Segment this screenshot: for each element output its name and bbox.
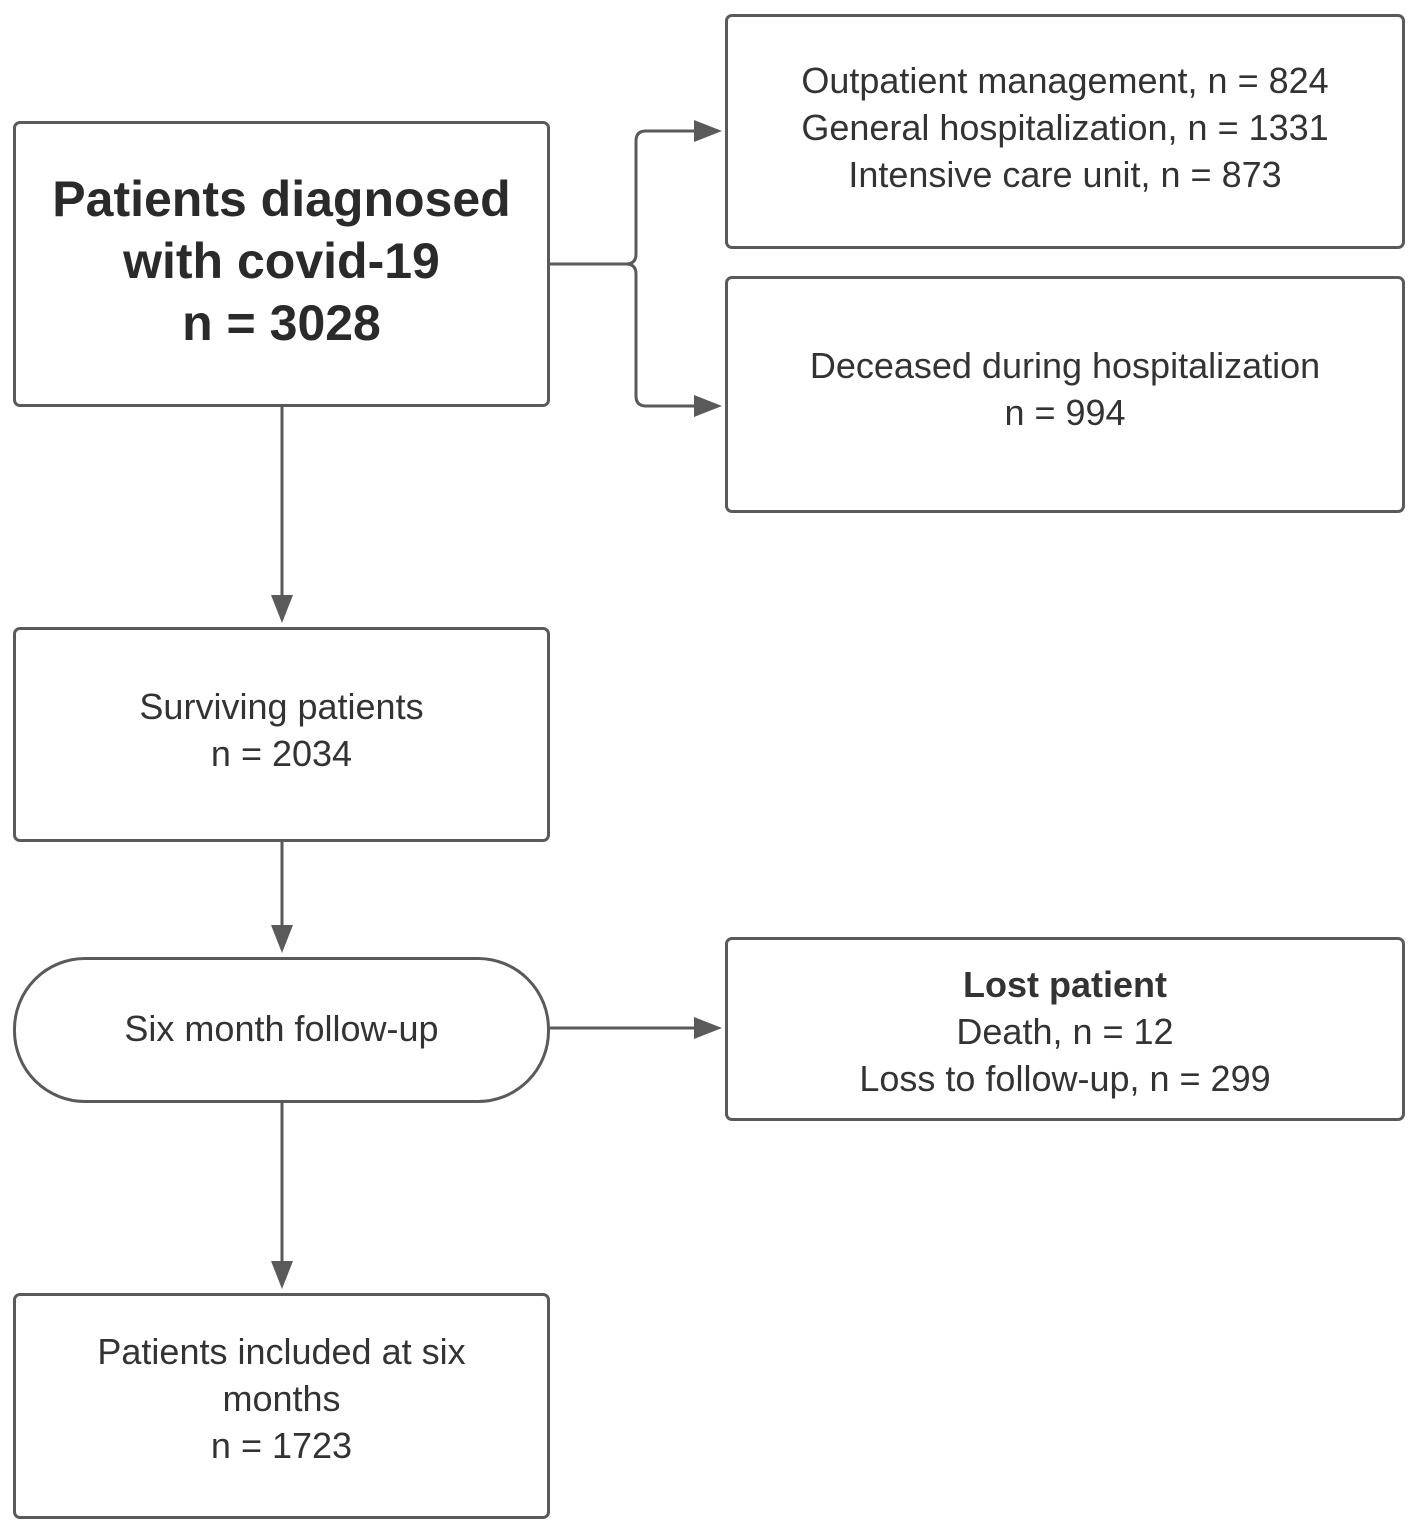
- included-count: n = 1723: [210, 1425, 353, 1466]
- lost-title: Lost patient: [963, 964, 1167, 1005]
- general-hospitalization-count: General hospitalization, n = 1331: [801, 107, 1329, 148]
- death-count: Death, n = 12: [956, 1011, 1174, 1052]
- surviving-patients-box: Surviving patients n = 2034: [13, 627, 550, 842]
- diagnosed-title-line-1: Patients diagnosed: [52, 171, 511, 227]
- surviving-count: n = 2034: [210, 733, 353, 774]
- surviving-label: Surviving patients: [139, 686, 424, 727]
- arrow-start-to-disposition: [550, 129, 696, 266]
- arrowhead-followup: [271, 925, 293, 953]
- deceased-box: Deceased during hospitalization n = 994: [725, 276, 1405, 513]
- six-month-followup-terminal: Six month follow-up: [13, 957, 550, 1103]
- diagnosed-patients-box: Patients diagnosed with covid-19 n = 302…: [13, 121, 550, 407]
- care-disposition-box: Outpatient management, n = 824 General h…: [725, 14, 1405, 249]
- outpatient-count: Outpatient management, n = 824: [801, 60, 1329, 101]
- arrowhead-surviving: [271, 595, 293, 623]
- arrowhead-disposition: [694, 120, 722, 142]
- deceased-count: n = 994: [1004, 392, 1126, 433]
- arrow-start-to-deceased: [625, 262, 696, 408]
- followup-label: Six month follow-up: [124, 1008, 439, 1049]
- arrowhead-lost: [694, 1017, 722, 1039]
- diagnosed-title-line-2: with covid-19: [123, 233, 440, 289]
- included-patients-box: Patients included at six months n = 1723: [13, 1293, 550, 1519]
- icu-count: Intensive care unit, n = 873: [848, 154, 1282, 195]
- deceased-label: Deceased during hospitalization: [809, 345, 1321, 386]
- loss-to-followup-count: Loss to follow-up, n = 299: [859, 1058, 1271, 1099]
- included-label-line-2: months: [222, 1378, 341, 1419]
- diagnosed-count: n = 3028: [182, 295, 381, 351]
- arrowhead-included: [271, 1261, 293, 1289]
- included-label-line-1: Patients included at six: [97, 1331, 466, 1372]
- arrowhead-deceased: [694, 395, 722, 417]
- lost-patients-box: Lost patient Death, n = 12 Loss to follo…: [725, 937, 1405, 1121]
